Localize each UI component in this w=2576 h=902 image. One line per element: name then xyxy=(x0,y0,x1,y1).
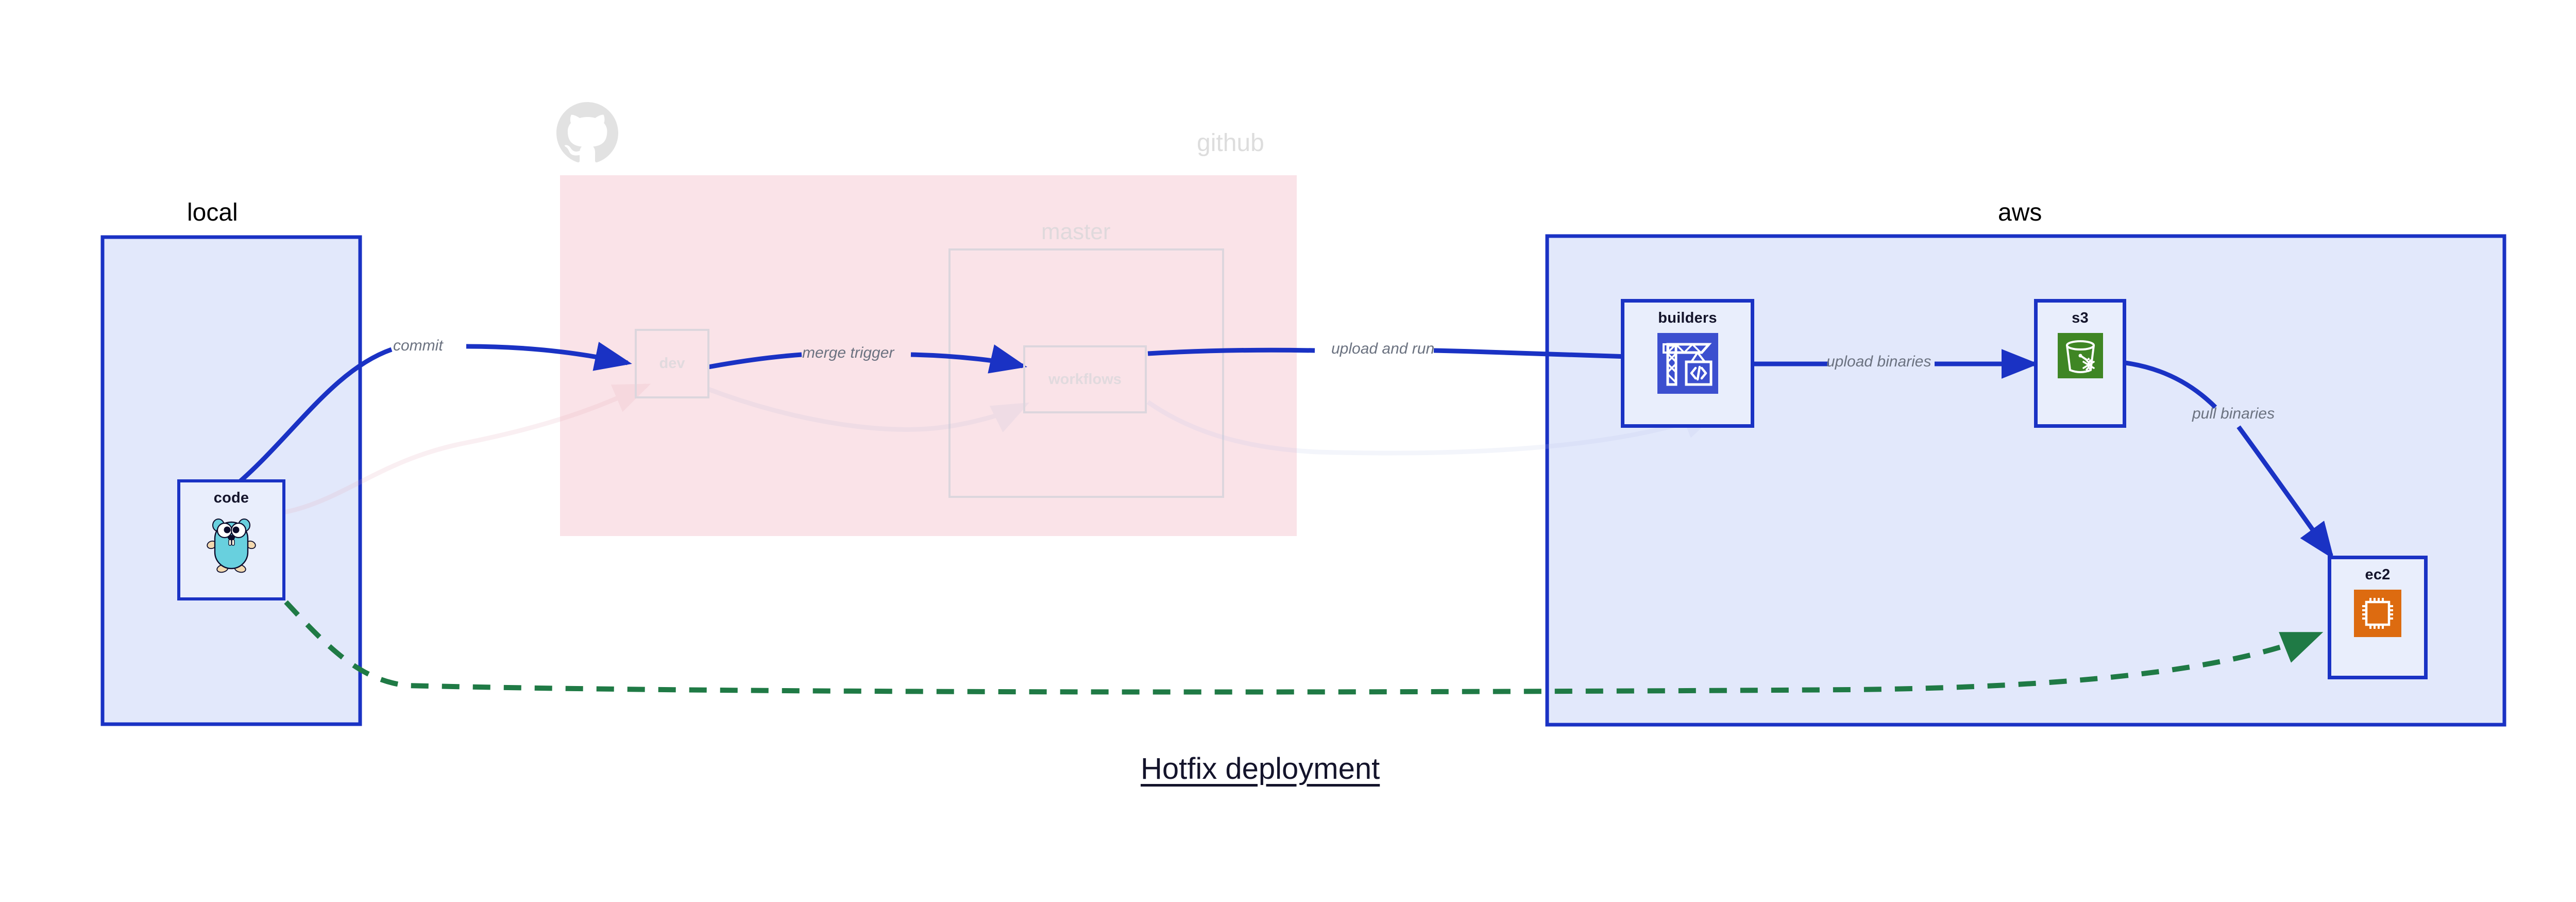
edge-merge-trigger-head xyxy=(708,352,802,370)
cluster-label-github: github xyxy=(1197,129,1264,157)
node-label-dev: dev xyxy=(659,355,685,372)
ghost-edge-dev-to-workflows xyxy=(707,387,1030,432)
node-code[interactable]: code xyxy=(177,479,285,600)
diagram-title: Hotfix deployment xyxy=(1141,752,1380,786)
codebuild-crane-icon xyxy=(1657,333,1718,396)
ghost-edge-code-to-dev xyxy=(236,383,651,519)
node-workflows[interactable]: workflows xyxy=(1023,345,1147,413)
go-gopher-icon xyxy=(206,513,257,576)
ghost-edge-workflows-to-builders xyxy=(1146,400,1720,456)
edge-label-pull-binaries: pull binaries xyxy=(2192,405,2275,422)
node-master-box xyxy=(948,248,1224,498)
edge-label-upload-and-run: upload and run xyxy=(1331,340,1435,357)
edge-pull-binaries-tail xyxy=(2236,425,2334,560)
node-ec2[interactable]: ec2 xyxy=(2328,556,2428,679)
edge-commit xyxy=(226,347,393,494)
s3-glacier-bucket-icon xyxy=(2057,333,2103,381)
node-dev[interactable]: dev xyxy=(635,329,709,398)
edge-label-merge-trigger: merge trigger xyxy=(802,344,894,361)
edge-merge-trigger-tail xyxy=(910,344,1027,374)
node-label-code: code xyxy=(213,490,249,506)
node-s3[interactable]: s3 xyxy=(2034,299,2126,428)
edge-label-upload-binaries: upload binaries xyxy=(1826,353,1931,370)
node-label-builders: builders xyxy=(1658,310,1717,326)
cluster-label-aws: aws xyxy=(1998,199,2042,226)
edge-commit-tail xyxy=(466,342,632,371)
github-octocat-icon xyxy=(556,102,618,164)
edge-label-commit: commit xyxy=(393,337,443,354)
edge-upload-and-run-head xyxy=(1147,347,1315,356)
node-builders[interactable]: builders xyxy=(1621,299,1754,428)
cluster-label-local: local xyxy=(187,199,238,226)
edge-hotfix-dashed xyxy=(284,600,2324,695)
node-label-master: master xyxy=(1041,219,1111,244)
node-label-workflows: workflows xyxy=(1048,371,1122,388)
node-label-s3: s3 xyxy=(2072,310,2089,326)
ec2-chip-icon xyxy=(2354,590,2401,640)
node-label-ec2: ec2 xyxy=(2365,566,2391,583)
